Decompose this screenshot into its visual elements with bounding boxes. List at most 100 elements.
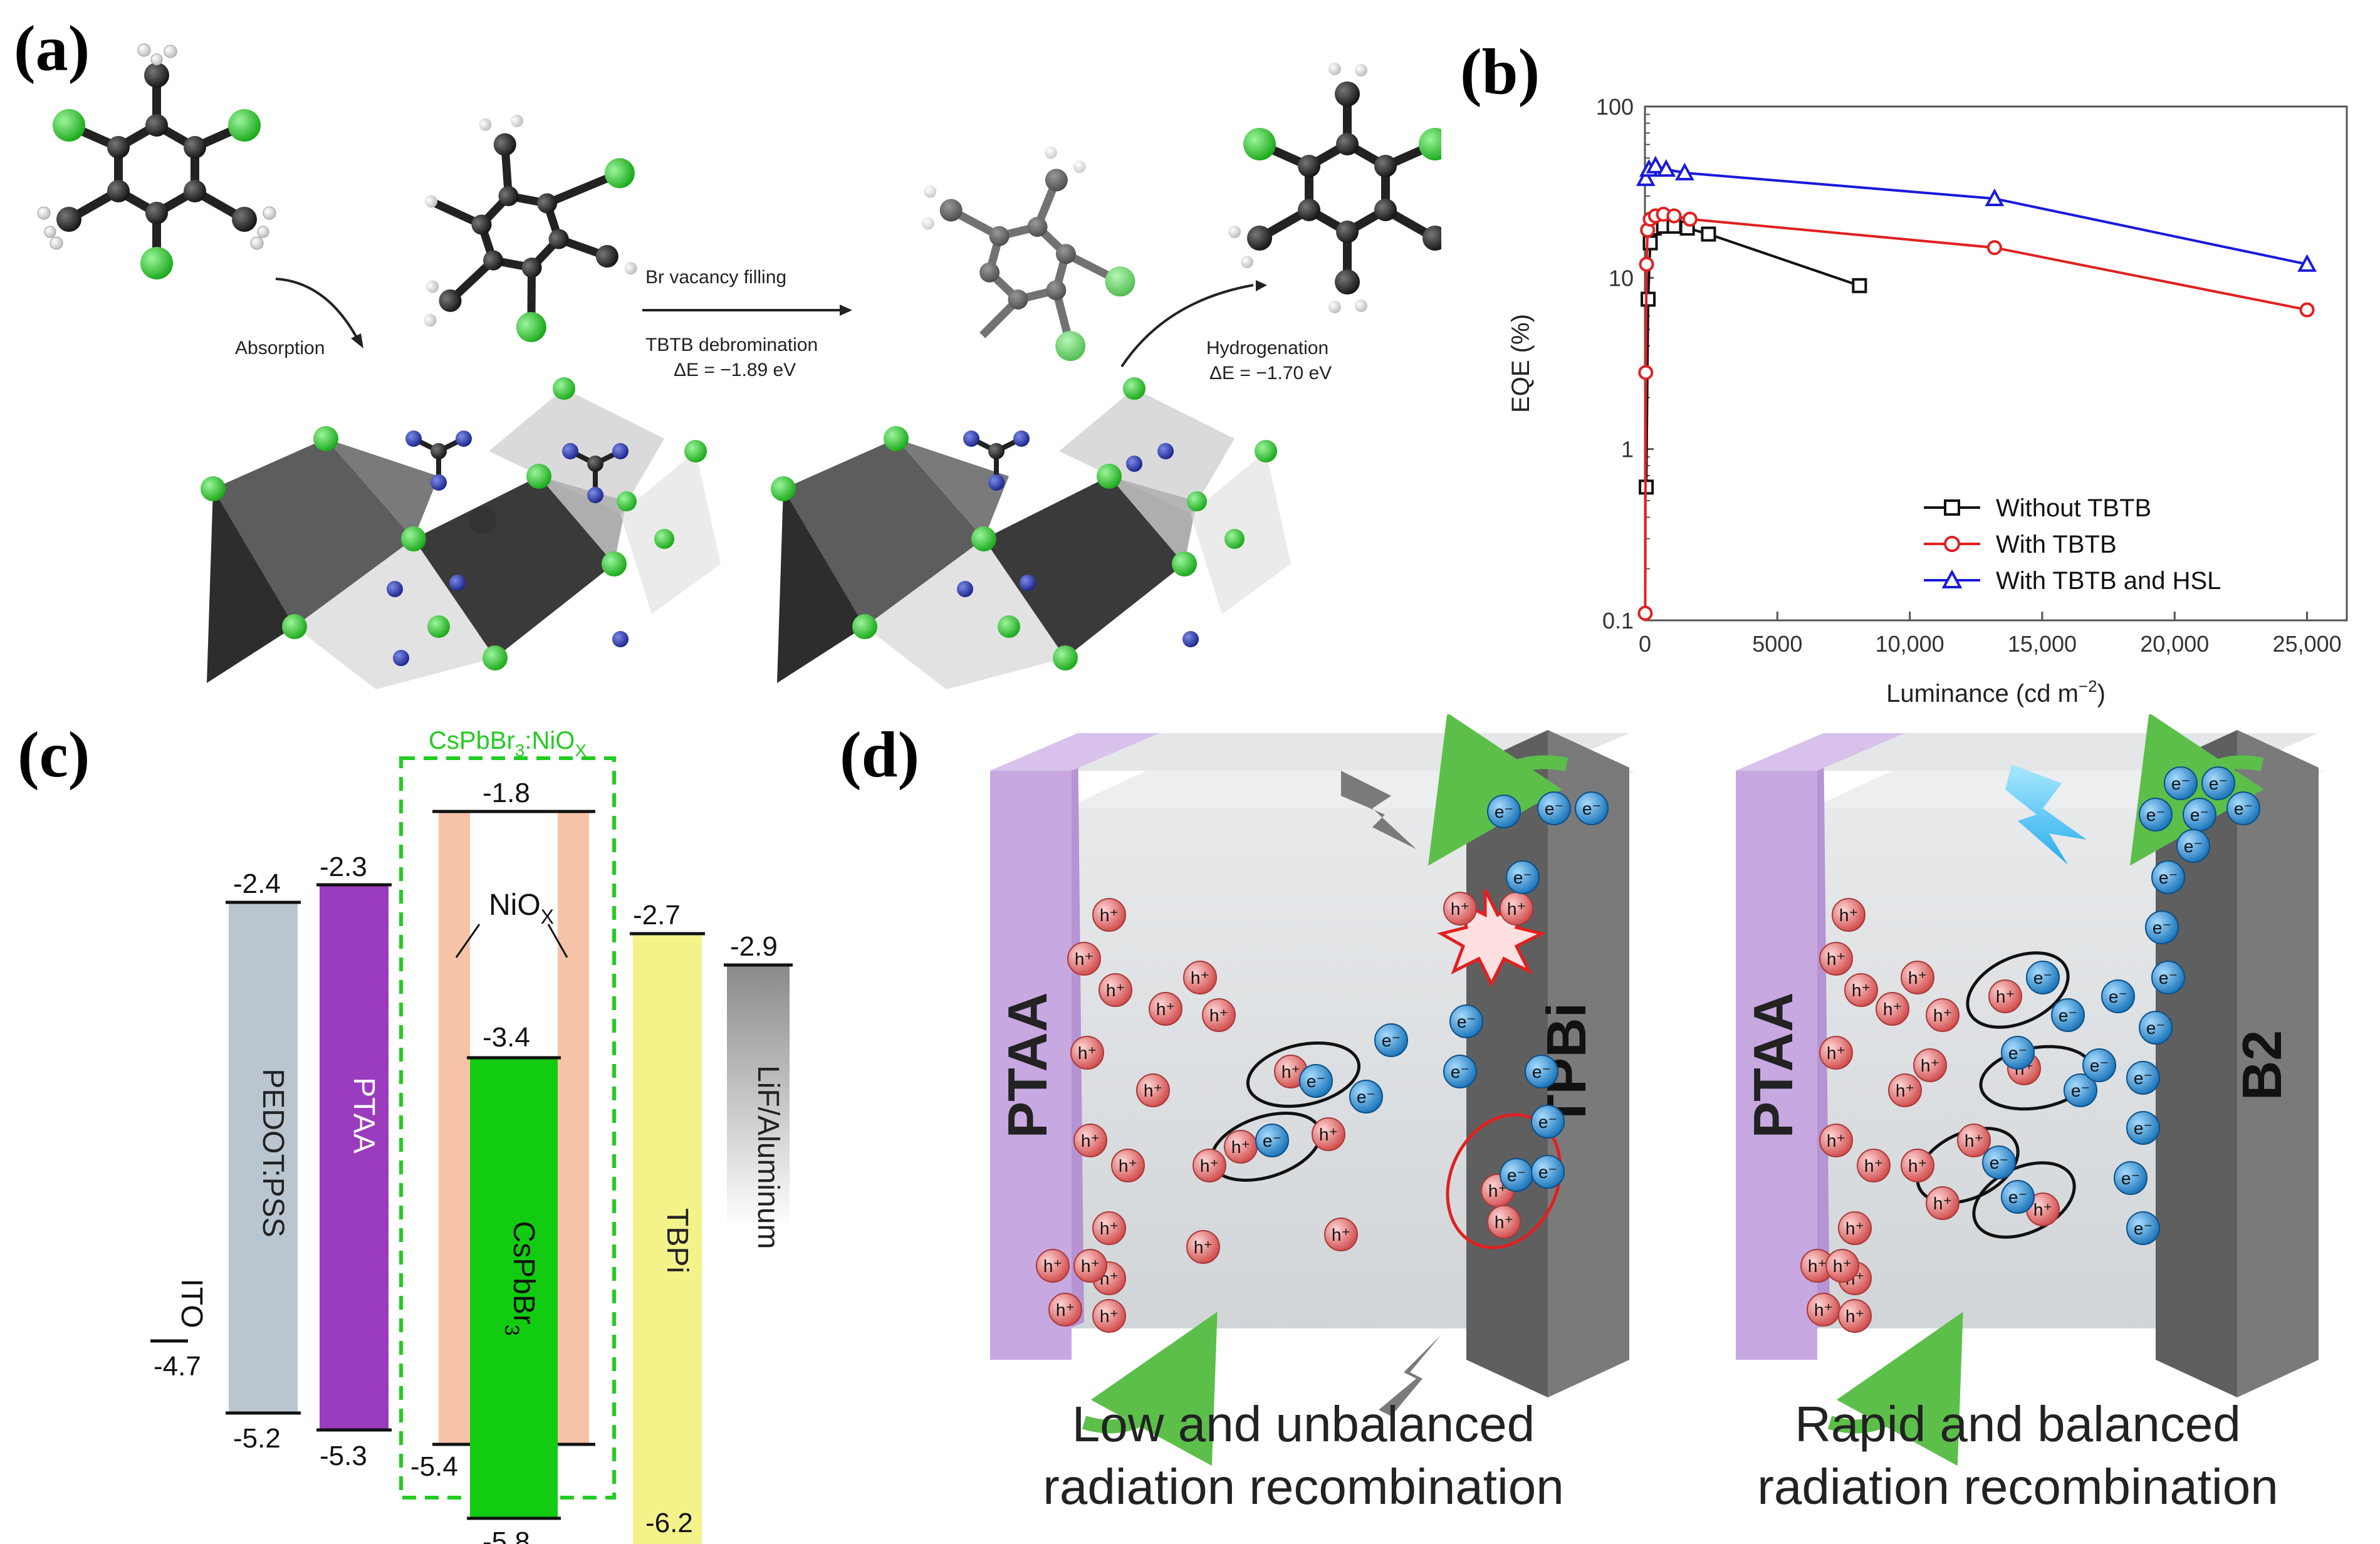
- cspbbr3-bottom-value: -5.8: [483, 1526, 530, 1544]
- green-arrow-bottom-left: [1082, 1312, 1218, 1466]
- svg-text:e⁻: e⁻: [2153, 918, 2171, 937]
- electron-carrier: e⁻: [1537, 791, 1571, 825]
- electron-carrier: e⁻: [2164, 766, 2198, 800]
- svg-text:e⁻: e⁻: [2171, 774, 2190, 793]
- svg-text:e⁻: e⁻: [2071, 1081, 2090, 1100]
- svg-text:h⁺: h⁺: [1081, 1131, 1100, 1150]
- data-point-circle: [1639, 256, 1654, 272]
- y-tick-label: 10: [1609, 265, 1634, 291]
- data-point-square: [1641, 291, 1656, 307]
- electron-carrier: e⁻: [2082, 1048, 2116, 1082]
- hole-carrier: h⁺: [1036, 1249, 1070, 1283]
- svg-text:h⁺: h⁺: [1845, 1307, 1864, 1326]
- svg-text:e⁻: e⁻: [2159, 968, 2178, 988]
- svg-text:e⁻: e⁻: [1457, 1012, 1476, 1031]
- series-line-0: [1645, 225, 1860, 488]
- niox-bottom-value: -5.4: [410, 1451, 458, 1482]
- svg-text:e⁻: e⁻: [2134, 1119, 2153, 1138]
- svg-text:e⁻: e⁻: [1507, 1166, 1526, 1185]
- svg-text:h⁺: h⁺: [1106, 981, 1125, 1000]
- svg-text:h⁺: h⁺: [1883, 999, 1902, 1019]
- data-point-circle: [1986, 240, 2002, 256]
- svg-text:h⁺: h⁺: [1078, 1043, 1097, 1063]
- electron-carrier: e⁻: [2145, 910, 2179, 944]
- svg-text:h⁺: h⁺: [2033, 1200, 2052, 1219]
- electron-carrier: e⁻: [2126, 1061, 2160, 1095]
- svg-text:h⁺: h⁺: [1507, 899, 1526, 919]
- hydrogenation-arrow: [1120, 284, 1254, 368]
- svg-text:e⁻: e⁻: [1263, 1131, 1281, 1150]
- svg-text:e⁻: e⁻: [2090, 1056, 2109, 1075]
- svg-text:e⁻: e⁻: [2109, 987, 2127, 1006]
- svg-text:e⁻: e⁻: [1307, 1072, 1325, 1091]
- electron-carrier: e⁻: [1500, 1158, 1533, 1192]
- svg-text:e⁻: e⁻: [2159, 868, 2178, 887]
- y-tick-label: 0.1: [1602, 608, 1634, 634]
- electron-carrier: e⁻: [1531, 1155, 1565, 1189]
- ptaa-label: PTAA: [347, 1077, 380, 1154]
- niox-bar-right: [558, 811, 589, 1444]
- electron-carrier: e⁻: [1299, 1064, 1333, 1098]
- legend-label: Without TBTB: [1996, 494, 2151, 522]
- svg-text:e⁻: e⁻: [1538, 1162, 1557, 1182]
- electron-carrier: e⁻: [1449, 1004, 1483, 1038]
- pedot-top-value: -2.4: [233, 868, 281, 899]
- data-point-triangle: [1985, 188, 2005, 206]
- hole-carrier: h⁺: [1888, 1073, 1922, 1107]
- hole-carrier: h⁺: [1312, 1117, 1345, 1151]
- left-caption-line2: radiation recombination: [1043, 1459, 1564, 1515]
- svg-text:e⁻: e⁻: [1990, 1153, 2008, 1172]
- hole-carrier: h⁺: [1193, 1149, 1226, 1182]
- right-caption-line2: radiation recombination: [1757, 1459, 2278, 1515]
- hole-carrier: h⁺: [1443, 892, 1477, 926]
- svg-text:h⁺: h⁺: [1100, 1307, 1119, 1326]
- svg-text:h⁺: h⁺: [1056, 1300, 1075, 1320]
- hole-carrier: h⁺: [1099, 973, 1132, 1007]
- hole-carrier: h⁺: [1136, 1073, 1170, 1107]
- grey-bolt-top-left: [1341, 771, 1416, 849]
- data-point-triangle: [1646, 155, 1666, 174]
- ptaa-bottom-value: -5.3: [320, 1441, 367, 1471]
- svg-text:h⁺: h⁺: [1933, 1006, 1952, 1025]
- electron-carrier: e⁻: [1374, 1023, 1408, 1057]
- electron-carrier: e⁻: [1506, 860, 1540, 894]
- electron-carrier: e⁻: [2026, 961, 2060, 994]
- hole-carrier: h⁺: [1832, 898, 1866, 932]
- data-point-circle: [1944, 536, 1960, 552]
- x-tick-label: 15,000: [2008, 631, 2077, 657]
- svg-text:h⁺: h⁺: [1075, 949, 1093, 969]
- hole-carrier: h⁺: [1183, 961, 1217, 994]
- absorption-arrow: [275, 278, 358, 339]
- svg-text:h⁺: h⁺: [1209, 1006, 1228, 1025]
- x-tick-label: 20,000: [2140, 631, 2209, 657]
- lif-top-value: -2.9: [730, 931, 778, 962]
- series-line-2: [1644, 164, 2308, 266]
- svg-text:e⁻: e⁻: [2146, 1018, 2165, 1038]
- y-axis-title: EQE (%): [1507, 314, 1535, 413]
- blue-light-flash: [2005, 764, 2087, 865]
- tbtb-molecule-1: [37, 43, 276, 279]
- hole-carrier: h⁺: [1073, 1249, 1107, 1283]
- green-arrow-bottom-right: [1827, 1312, 1963, 1466]
- tbpi-bar: [633, 934, 702, 1544]
- x-tick-label: 5000: [1752, 631, 1802, 657]
- svg-text:e⁻: e⁻: [2190, 805, 2209, 825]
- svg-text:h⁺: h⁺: [1191, 968, 1209, 988]
- svg-text:h⁺: h⁺: [1814, 1300, 1833, 1320]
- hole-carrier: h⁺: [1202, 998, 1236, 1032]
- lif-label: LiF/Aluminum: [751, 1065, 785, 1249]
- perovskite-lattice-right: [771, 377, 1291, 689]
- svg-text:h⁺: h⁺: [1100, 1219, 1119, 1238]
- cspbbr3-niox-group-box: [399, 756, 616, 1500]
- tbpi-bottom-value: -6.2: [645, 1508, 693, 1538]
- hole-carrier: h⁺: [1819, 942, 1853, 976]
- data-point-square: [1701, 226, 1716, 242]
- hole-carrier: h⁺: [1819, 1036, 1853, 1070]
- hole-carrier: h⁺: [1807, 1293, 1840, 1327]
- electron-carrier: e⁻: [2183, 798, 2216, 832]
- svg-text:h⁺: h⁺: [1119, 1156, 1137, 1176]
- data-point-triangle: [1636, 168, 1656, 186]
- svg-text:h⁺: h⁺: [1194, 1238, 1213, 1257]
- svg-text:h⁺: h⁺: [1495, 1213, 1513, 1232]
